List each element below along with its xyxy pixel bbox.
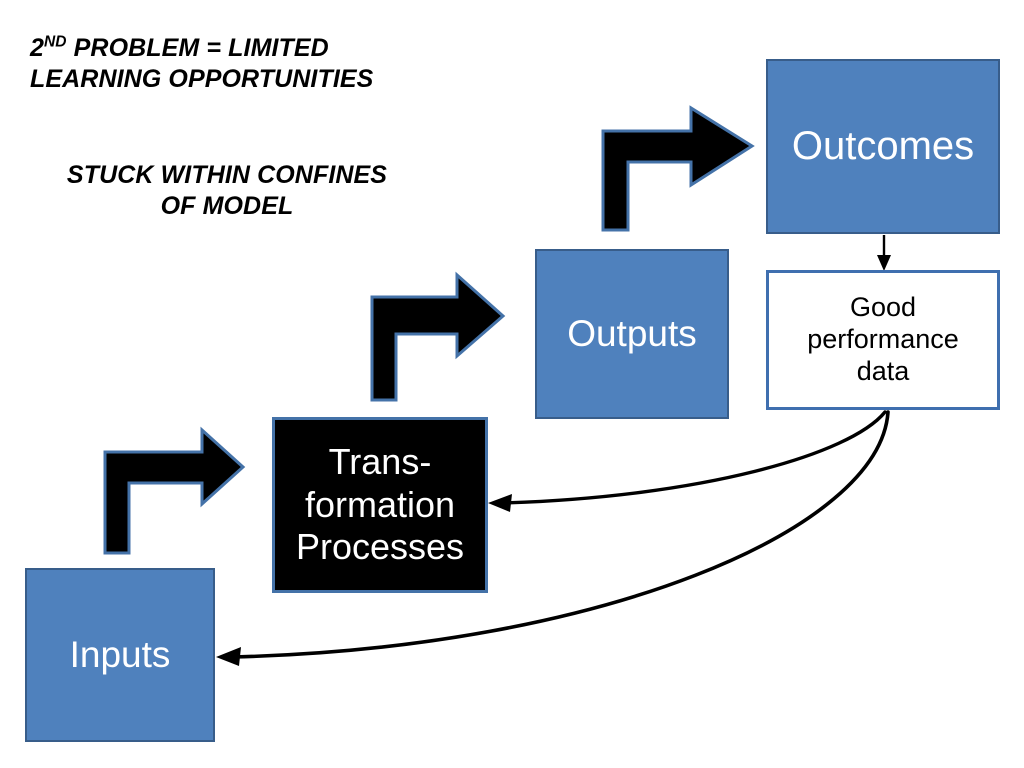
box-transformation-processes[interactable]: Trans- formation Processes: [272, 417, 488, 593]
caption-second-problem: 2ND PROBLEM = LIMITED LEARNING OPPORTUNI…: [30, 33, 430, 94]
box-outcomes[interactable]: Outcomes: [766, 59, 1000, 234]
box-good-performance-data[interactable]: Good performance data: [766, 270, 1000, 410]
box-inputs[interactable]: Inputs: [25, 568, 215, 742]
caption-stuck-within-confines: STUCK WITHIN CONFINES OF MODEL: [66, 161, 388, 220]
arrow-outcomes-to-good-performance-data: [877, 235, 891, 271]
bent-arrow-transformation-to-outputs: [370, 271, 506, 402]
box-inputs-label: Inputs: [69, 634, 171, 676]
feedback-arrow-data-to-transformation: [488, 410, 887, 512]
box-outcomes-label: Outcomes: [791, 123, 975, 168]
box-outputs[interactable]: Outputs: [535, 249, 729, 419]
box-good-performance-data-label: Good performance data: [807, 292, 959, 386]
caption-problem-rest: PROBLEM = LIMITED LEARNING OPPORTUNITIES: [30, 34, 374, 93]
caption-problem-prefix: 2: [30, 34, 45, 62]
caption-problem-superscript: ND: [44, 33, 67, 51]
box-transformation-processes-label: Trans- formation Processes: [295, 441, 465, 568]
bent-arrow-inputs-to-transformation: [103, 426, 246, 555]
bent-arrow-outputs-to-outcomes: [601, 105, 755, 232]
box-outputs-label: Outputs: [567, 313, 697, 355]
